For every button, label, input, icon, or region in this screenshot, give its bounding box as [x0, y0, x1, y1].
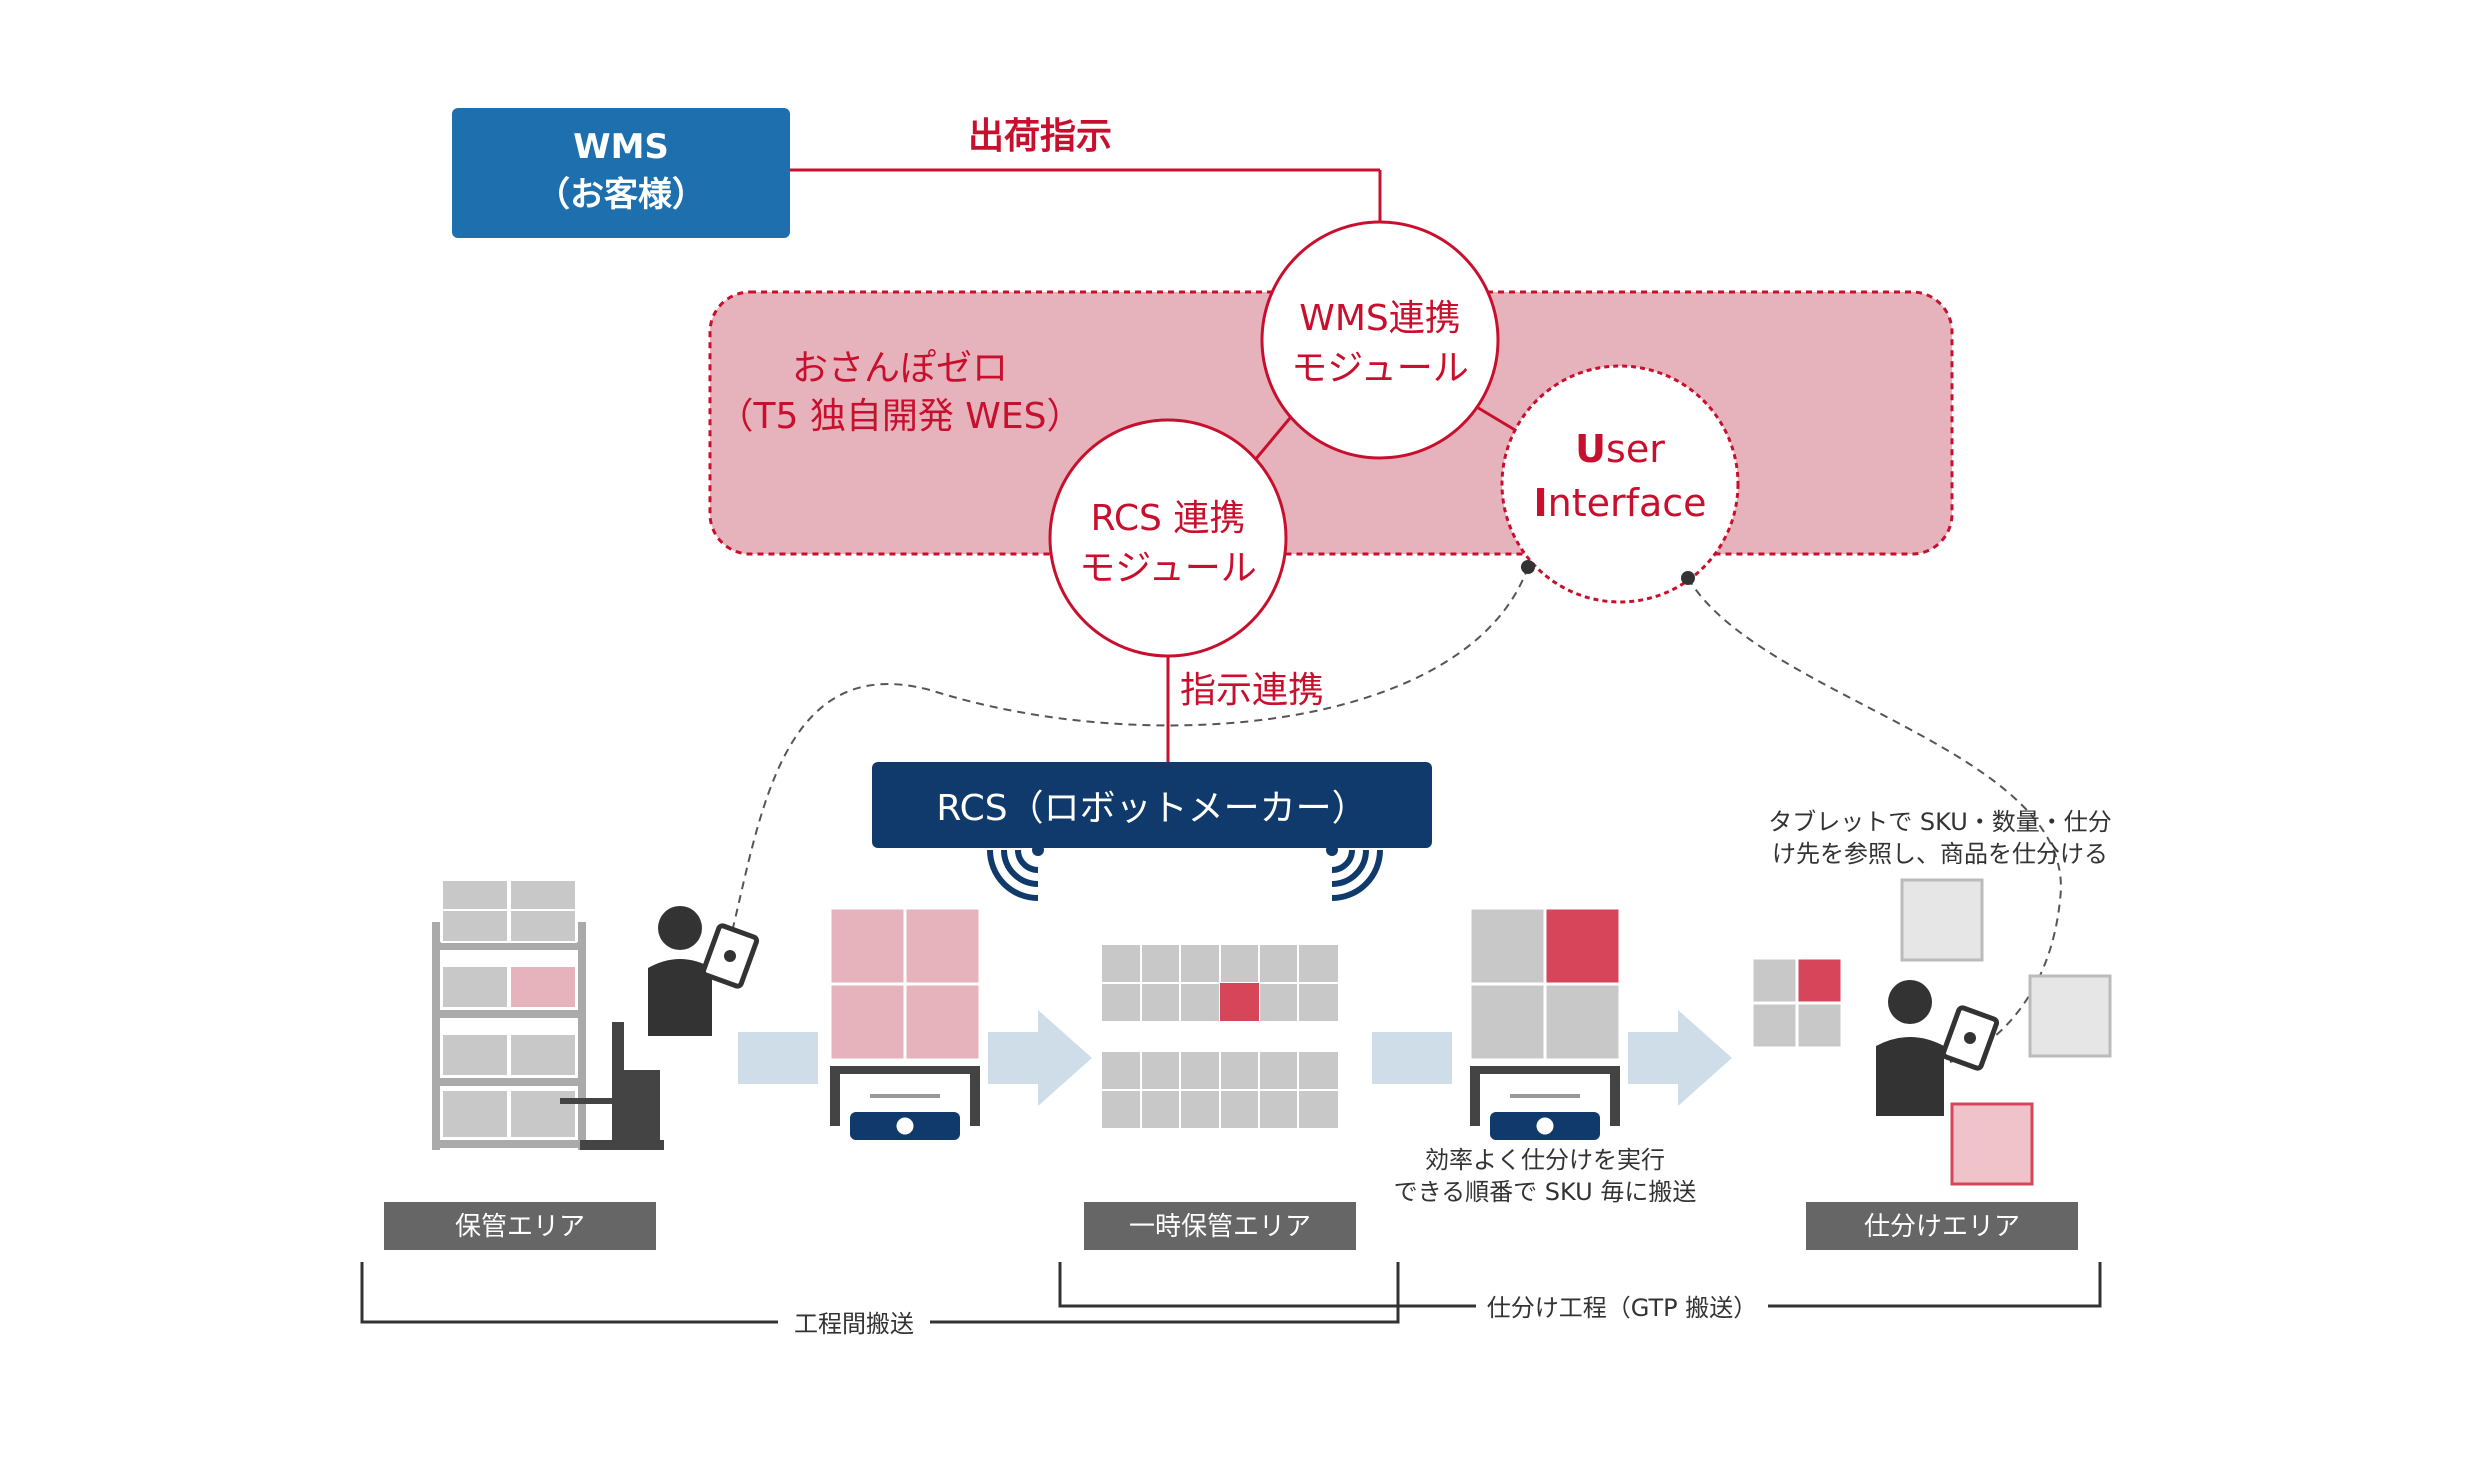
forklift-icon [560, 1022, 664, 1150]
temporary-area-label: 一時保管エリア [1129, 1212, 1311, 1242]
sorting-area-badge [1806, 1202, 2078, 1250]
inter-process-label: 工程間搬送 [794, 1310, 914, 1338]
efficiency-note-line1: 効率よく仕分けを実行 [1425, 1146, 1665, 1174]
rcs-label: RCS（ロボットメーカー） [936, 788, 1367, 829]
tablet-note-line2: け先を参照し、商品を仕分ける [1772, 840, 2108, 868]
sorting-process-label: 仕分け工程（GTP 搬送） [1487, 1294, 1758, 1322]
efficiency-note-line2: できる順番で SKU 毎に搬送 [1394, 1178, 1697, 1206]
worker-with-tablet-icon [1876, 980, 2000, 1116]
inter-process-bracket [360, 1262, 1400, 1324]
sorting-process-bracket [1058, 1262, 2102, 1308]
rcs-module-line1: RCS 連携 [1091, 498, 1246, 539]
wms-subtitle: （お客様） [536, 175, 706, 215]
storage-area-badge [384, 1202, 656, 1250]
rcs-module-line2: モジュール [1079, 548, 1256, 589]
robot-carrier-icon [828, 906, 982, 1140]
shipping-instruction-label: 出荷指示 [968, 116, 1112, 157]
wms-title: WMS [573, 127, 669, 167]
flow-arrow-icon [1372, 1032, 1452, 1084]
tablet-link-left-dot [1521, 560, 1535, 574]
sorting-area-label: 仕分けエリア [1864, 1212, 2020, 1242]
robot-carrier-icon [1468, 906, 1622, 1140]
user-interface-line2: Interface [1533, 481, 1706, 525]
wireless-signal-icon [987, 844, 1044, 901]
worker-with-tablet-icon [648, 906, 760, 1036]
wes-title: おさんぽゼロ [792, 348, 1008, 389]
temporary-area-badge [1084, 1202, 1356, 1250]
user-interface-circle [1500, 364, 1740, 604]
wms-module-line2: モジュール [1291, 348, 1468, 389]
sort-destination-box [1950, 1102, 2034, 1186]
wms-module-line1: WMS連携 [1299, 298, 1461, 339]
flow-arrow-icon [738, 1010, 1092, 1106]
tablet-link-right-dot [1681, 571, 1695, 585]
wes-subtitle: （T5 独自開発 WES） [718, 396, 1083, 437]
wireless-signal-icon [1326, 844, 1383, 901]
storage-rack-icon [432, 879, 586, 1150]
wms-box [452, 108, 790, 238]
rcs-box [872, 762, 1432, 848]
wms-module-circle [1260, 220, 1500, 460]
storage-area-label: 保管エリア [455, 1212, 585, 1242]
sort-destination-box [2028, 974, 2112, 1058]
flow-arrow-icon [1628, 1010, 1732, 1106]
tablet-link-left [729, 566, 1529, 941]
temporary-storage-grid-icon [1102, 945, 1338, 1128]
instruction-link-label: 指示連携 [1180, 670, 1324, 711]
sorting-box-icon [1750, 956, 1844, 1050]
tablet-note-line1: タブレットで SKU・数量・仕分 [1768, 808, 2112, 836]
user-interface-line1: User [1575, 427, 1665, 471]
sort-destination-box [1900, 878, 1984, 962]
